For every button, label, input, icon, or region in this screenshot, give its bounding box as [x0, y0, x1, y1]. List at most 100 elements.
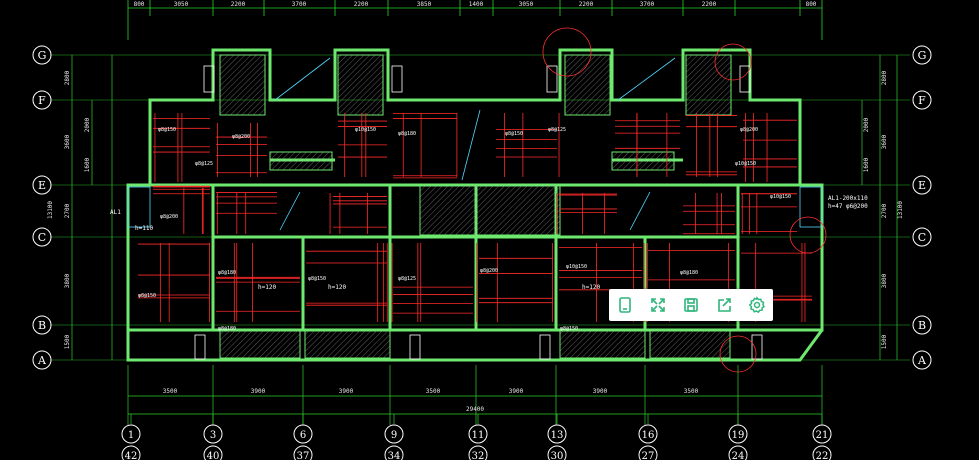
- axis-label: E: [918, 179, 926, 192]
- axis-bubble-sub: [384, 445, 404, 460]
- axis-label: E: [38, 179, 46, 192]
- axis-number: 19: [732, 430, 745, 441]
- axis-label: B: [38, 319, 46, 332]
- left-dim-label: 3800: [64, 273, 71, 288]
- svg-text:h=110: h=110: [135, 225, 153, 232]
- axis-bubble: [728, 424, 748, 444]
- axis-number: 16: [642, 430, 655, 441]
- axis-number: 11: [472, 430, 485, 441]
- svg-text:h=120: h=120: [328, 284, 346, 291]
- right-dim-label: 2800: [881, 70, 888, 85]
- right-dim-label: 1500: [881, 334, 888, 349]
- right-dim-label: 3800: [881, 273, 888, 288]
- top-dim-label: 2200: [702, 1, 717, 8]
- phone-view-icon: [619, 297, 632, 313]
- top-dim-label: 2200: [231, 1, 246, 8]
- axis-label: A: [37, 354, 47, 367]
- axis-sub-number: 30: [551, 451, 564, 460]
- axis-label: G: [918, 49, 927, 62]
- openings: [127, 57, 823, 231]
- rebar-label: φ8@150: [560, 326, 578, 332]
- rebar-label: φ10@150: [566, 264, 587, 270]
- right-total-dim: 13100: [897, 201, 904, 219]
- floating-toolbar: [609, 289, 773, 321]
- share-icon: [717, 298, 731, 312]
- axis-label: C: [918, 231, 926, 244]
- axis-bubble: [32, 227, 52, 247]
- bottom-dim-label: 3500: [684, 388, 699, 395]
- rebar-label: φ10@150: [355, 127, 376, 133]
- hatched-shafts: [219, 54, 732, 359]
- phone-view-button[interactable]: [612, 292, 638, 318]
- axis-bubble: [32, 90, 52, 110]
- axis-number: 9: [391, 430, 397, 441]
- axis-sub-number: 24: [732, 451, 745, 460]
- bottom-dim-label: 3500: [426, 388, 441, 395]
- rebar-label: φ8@150: [308, 276, 326, 282]
- axis-number: 1: [128, 430, 134, 441]
- left-inner-dim-label: 2000: [84, 117, 91, 132]
- top-dim-label: 3050: [519, 1, 534, 8]
- axis-number: 21: [816, 430, 829, 441]
- axis-bubble: [32, 350, 52, 370]
- axis-sub-number: 32: [472, 451, 485, 460]
- bottom-dim-label: 3500: [163, 388, 178, 395]
- axis-bubble-sub: [812, 445, 832, 460]
- left-total-dim: 13100: [47, 201, 54, 219]
- rebar-label: φ8@180: [680, 270, 698, 276]
- rebar-label: φ8@180: [218, 270, 236, 276]
- svg-text:h=120: h=120: [258, 284, 276, 291]
- bottom-dim-label: 3900: [339, 388, 354, 395]
- top-dim-label: 3850: [417, 1, 432, 8]
- top-dimension-chain: [127, 0, 823, 40]
- axis-sub-number: 22: [816, 451, 829, 460]
- rebar-label: φ8@200: [740, 127, 758, 133]
- top-dim-label: 1400: [469, 1, 484, 8]
- axis-bubble-sub: [293, 445, 313, 460]
- settings-button[interactable]: [744, 292, 770, 318]
- axis-bubble: [547, 424, 567, 444]
- axis-sub-number: 40: [207, 451, 220, 460]
- axis-label: F: [918, 94, 926, 107]
- axis-bubble: [912, 45, 932, 65]
- axis-label: A: [917, 354, 927, 367]
- bottom-dim-label: 3900: [251, 388, 266, 395]
- rebar-label: φ8@150: [138, 293, 156, 299]
- axis-number: 13: [551, 430, 564, 441]
- rebar-label: φ8@200: [480, 268, 498, 274]
- axis-label: G: [38, 49, 47, 62]
- axis-bubble: [293, 424, 313, 444]
- total-dimension: 29400: [466, 406, 484, 413]
- side-dimension-labels: 2800360027003800150028003600270038001500…: [47, 70, 904, 349]
- right-inner-dim-label: 1600: [863, 157, 870, 172]
- bottom-dim-label: 3900: [593, 388, 608, 395]
- axis-bubble: [32, 315, 52, 335]
- right-inner-dim-label: 2000: [863, 117, 870, 132]
- axis-bubble-sub: [728, 445, 748, 460]
- rebar-label: φ8@200: [232, 134, 250, 140]
- save-icon: [684, 298, 698, 312]
- axis-bubble-sub: [547, 445, 567, 460]
- rebar-label: φ8@180: [398, 131, 416, 137]
- axis-label: B: [918, 319, 926, 332]
- svg-text:AL1-200x110: AL1-200x110: [828, 195, 868, 202]
- rebar-lines: [138, 113, 812, 322]
- axis-bubble: [912, 350, 932, 370]
- top-dim-label: 3700: [640, 1, 655, 8]
- axis-bubble: [912, 227, 932, 247]
- fullscreen-button[interactable]: [645, 292, 671, 318]
- left-dim-label: 2800: [64, 70, 71, 85]
- axis-bubble: [912, 315, 932, 335]
- save-button[interactable]: [678, 292, 704, 318]
- axis-bubble: [203, 424, 223, 444]
- axis-bubble: [912, 90, 932, 110]
- share-button[interactable]: [711, 292, 737, 318]
- annotations: AL1 h=110 AL1-200x110 h=47 φ6@200 h=120 …: [110, 195, 868, 291]
- right-dimension-chain: [861, 55, 898, 360]
- axis-sub-number: 37: [297, 451, 310, 460]
- axis-label: F: [38, 94, 46, 107]
- svg-text:h=120: h=120: [582, 284, 600, 291]
